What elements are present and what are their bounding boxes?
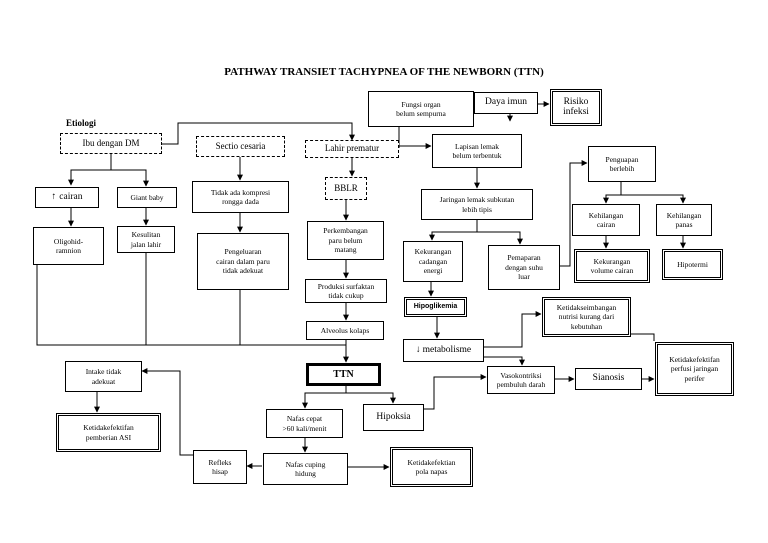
node-pemaparan: Pemaparan dengan suhu luar bbox=[488, 245, 560, 290]
node-intake: Intake tidak adekuat bbox=[65, 361, 142, 392]
node-kehilangan-cairan: Kehilangan cairan bbox=[572, 204, 640, 236]
node-lapisan-lemak: Lapisan lemak belum terbentuk bbox=[432, 134, 522, 168]
down-arrow-icon: ↓ bbox=[508, 112, 512, 121]
node-sianosis: Sianosis bbox=[575, 368, 642, 390]
node-ibu-dm: Ibu dengan DM bbox=[60, 133, 162, 154]
node-hipotermi: Hipotermi bbox=[662, 249, 723, 280]
node-hipoksia: Hipoksia bbox=[363, 404, 424, 431]
node-tidak-ada-kompresi: Tidak ada kompresi rongga dada bbox=[192, 181, 289, 213]
node-produksi: Produksi surfaktan tidak cukup bbox=[305, 279, 387, 303]
node-ketidakseimbangan: Ketidakseimbangan nutrisi kurang dari ke… bbox=[542, 297, 631, 337]
node-lahir-prematur: Lahir prematur bbox=[305, 140, 399, 158]
node-nafas-cuping: Nafas cuping hidung bbox=[263, 453, 348, 485]
node-alveolus: Alveolus kolaps bbox=[306, 321, 384, 340]
node-bblr: BBLR bbox=[325, 177, 367, 200]
node-perkembangan: Perkembangan paru belum matang bbox=[307, 221, 384, 260]
node-daya-imun: Daya imun bbox=[474, 92, 538, 114]
node-cairan-label: cairan bbox=[59, 191, 83, 202]
node-pola-napas: Ketidakefektian pola napas bbox=[390, 447, 473, 487]
node-oligohidramnion: Oligohid- ramnion bbox=[33, 227, 104, 265]
node-penguapan: Penguapan berlebih bbox=[588, 146, 656, 182]
node-perfusi: Ketidakefektifan perfusi jaringan perife… bbox=[655, 342, 734, 396]
node-hipoglikemia: Hipoglikemia bbox=[404, 297, 467, 317]
node-metabolisme: ↓ metabolisme bbox=[403, 339, 484, 362]
etiologi-label: Etiologi bbox=[66, 118, 97, 128]
node-risiko-infeksi: Risiko infeksi bbox=[550, 89, 602, 126]
node-kekurangan-volume: Kekurangan volume cairan bbox=[574, 249, 650, 283]
up-arrow-icon: ↑ bbox=[51, 191, 57, 202]
node-nafas-cepat: Nafas cepat >60 kali/menit bbox=[266, 409, 343, 438]
node-kekurangan-cadangan: Kekurangan cadangan energi bbox=[403, 241, 463, 282]
node-kehilangan-panas: Kehilangan panas bbox=[656, 204, 712, 236]
node-refleks: Refleks hisap bbox=[193, 450, 247, 484]
node-vasokontriksi: Vasokontriksi pembuluh darah bbox=[487, 366, 555, 394]
node-metabolisme-label: metabolisme bbox=[422, 344, 472, 355]
node-pemberian-asi: Ketidakefektifan pemberian ASI bbox=[56, 413, 161, 452]
node-kesulitan: Kesulitan jalan lahir bbox=[117, 226, 175, 253]
node-giant-baby: Giant baby bbox=[117, 187, 177, 208]
node-ttn: TTN bbox=[306, 363, 381, 386]
node-sectio: Sectio cesaria bbox=[196, 136, 285, 157]
node-fungsi-organ: Fungsi organ belum sempurna bbox=[368, 91, 474, 127]
down-arrow-icon: ↓ bbox=[415, 344, 421, 355]
node-cairan: ↑ cairan bbox=[35, 187, 99, 208]
diagram-title: PATHWAY TRANSIET TACHYPNEA OF THE NEWBOR… bbox=[224, 66, 544, 78]
node-pengeluaran: Pengeluaran cairan dalam paru tidak adek… bbox=[197, 233, 289, 290]
node-jaringan-lemak: Jaringan lemak subkutan lebih tipis bbox=[421, 189, 533, 220]
